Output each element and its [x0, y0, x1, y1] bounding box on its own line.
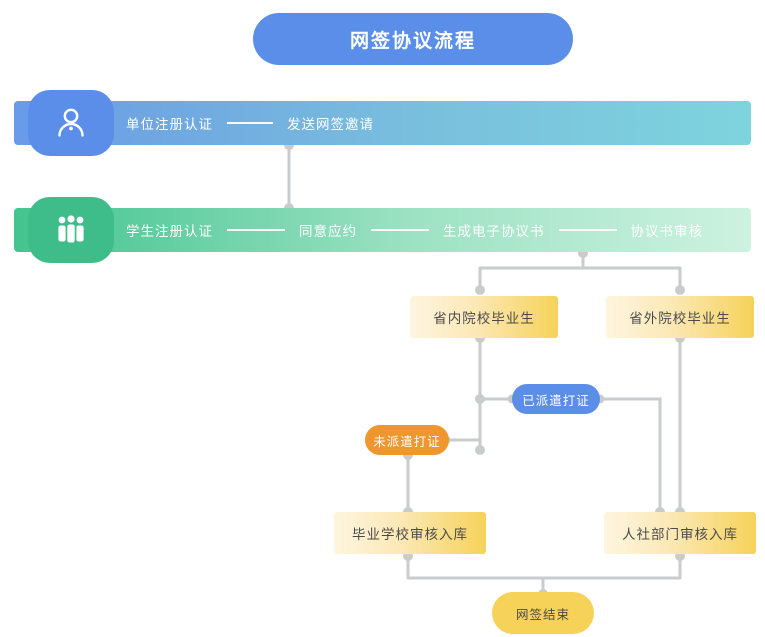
node-hr-archive[interactable]: 人社部门审核入库: [604, 512, 756, 554]
student-flow-bar: 学生注册认证 同意应约 生成电子协议书 协议书审核: [14, 197, 751, 263]
student-step-3: 生成电子协议书: [443, 224, 545, 239]
student-icon-cap: [28, 197, 114, 263]
student-step-1: 学生注册认证: [126, 224, 213, 239]
step-dash: [227, 229, 285, 231]
node-school-archive[interactable]: 毕业学校审核入库: [334, 512, 486, 554]
student-step-2: 同意应约: [299, 224, 357, 239]
employer-step-1: 单位注册认证: [126, 117, 213, 132]
page-title-label: 网签协议流程: [349, 30, 476, 52]
node-dispatched-label: 已派遣打证: [522, 393, 590, 408]
step-dash: [558, 229, 617, 231]
student-step-4: 协议书审核: [630, 224, 703, 239]
wire-student-to-provinces: [478, 251, 682, 292]
employer-flow-bar: 单位注册认证 发送网签邀请: [14, 90, 751, 156]
node-not-dispatched[interactable]: 未派遣打证: [365, 425, 449, 455]
employer-step-2: 发送网签邀请: [287, 117, 374, 132]
step-dash: [371, 229, 429, 231]
node-not-dispatched-label: 未派遣打证: [373, 434, 441, 449]
wire-dispatched-to-hr: [598, 397, 662, 514]
node-school-archive-label: 毕业学校审核入库: [352, 527, 468, 542]
employer-steps: 单位注册认证 发送网签邀请: [126, 101, 374, 145]
wire-bottom-merge: [406, 554, 682, 596]
group-people-icon: [58, 215, 84, 243]
node-hr-archive-label: 人社部门审核入库: [622, 527, 738, 542]
employer-bar-background: [14, 101, 751, 145]
page-title: 网签协议流程: [253, 13, 573, 65]
node-in-province-label: 省内院校毕业生: [433, 311, 535, 326]
employer-icon-cap: [28, 90, 114, 156]
node-finish[interactable]: 网签结束: [492, 592, 594, 634]
node-dispatched[interactable]: 已派遣打证: [512, 384, 600, 414]
node-out-province-label: 省外院校毕业生: [629, 311, 731, 326]
node-out-province[interactable]: 省外院校毕业生: [606, 296, 754, 338]
node-in-province[interactable]: 省内院校毕业生: [410, 296, 558, 338]
step-dash: [227, 122, 273, 124]
student-steps: 学生注册认证 同意应约 生成电子协议书 协议书审核: [126, 208, 703, 252]
single-person-icon: [58, 108, 84, 137]
node-finish-label: 网签结束: [515, 607, 570, 622]
